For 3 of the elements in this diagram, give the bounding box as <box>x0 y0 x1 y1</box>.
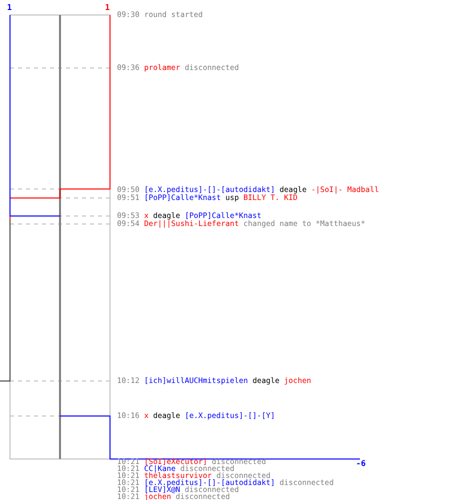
axis-tick-label: 1 <box>105 4 110 12</box>
axis-tick-label: -6 <box>356 460 366 468</box>
axis-tick-label: 1 <box>7 4 12 12</box>
